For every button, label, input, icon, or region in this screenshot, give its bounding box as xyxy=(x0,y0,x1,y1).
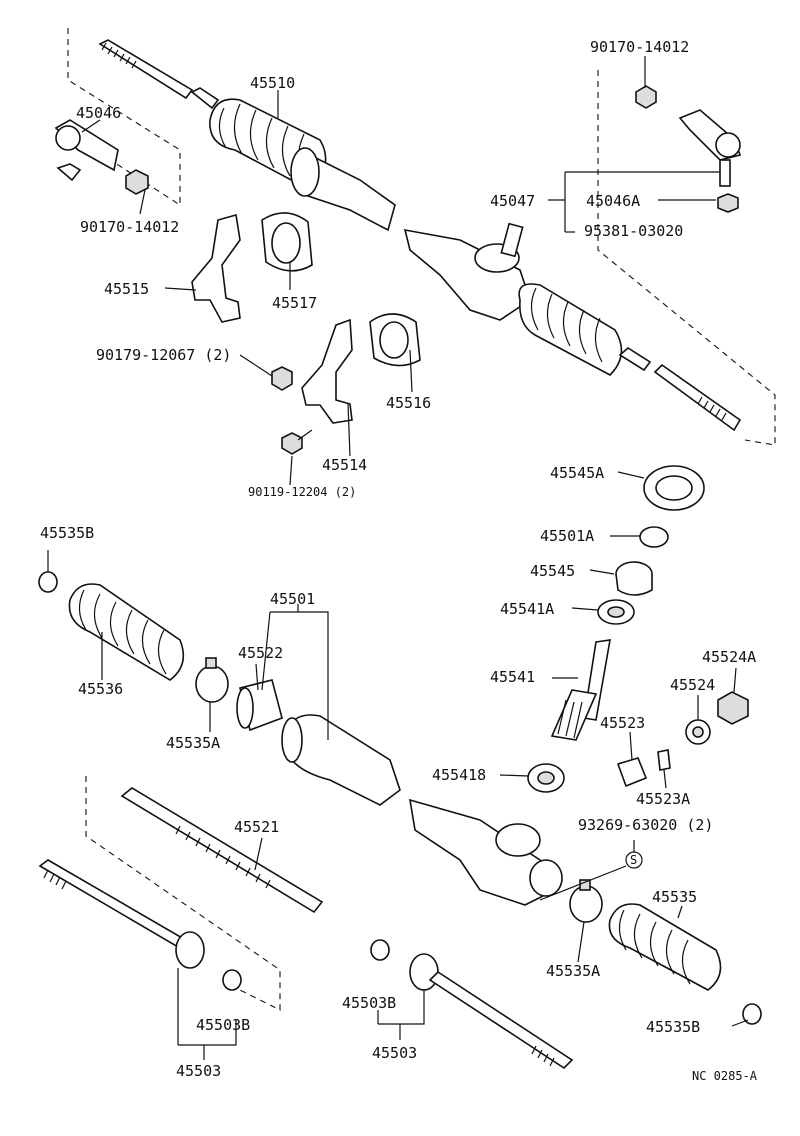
bracket-45514 xyxy=(301,318,353,424)
boot-45535 xyxy=(608,903,722,991)
tie-rod-45503-left xyxy=(38,859,205,969)
tie-rod-right-outline xyxy=(597,70,776,446)
label-45503B-mid: 45503B xyxy=(342,994,396,1012)
tie-rod-left-upper xyxy=(98,39,220,110)
label-45503B-left: 45503B xyxy=(196,1016,250,1034)
bracket-45515 xyxy=(191,213,241,323)
washer-45501A xyxy=(639,526,669,548)
label-45515: 45515 xyxy=(104,280,149,298)
label-45521: 45521 xyxy=(234,818,279,836)
rack-outline xyxy=(85,776,281,1011)
housing-45501 xyxy=(281,714,401,806)
tie-rod-end-right xyxy=(678,109,742,187)
label-45535B-bot: 45535B xyxy=(646,1018,700,1036)
washer-45503B-left xyxy=(222,969,242,991)
label-45501A: 45501A xyxy=(540,527,594,545)
label-45503-mid: 45503 xyxy=(372,1044,417,1062)
rack-housing-upper xyxy=(290,147,396,232)
tie-rod-right-upper xyxy=(618,347,742,432)
label-455418: 455418 xyxy=(432,766,486,784)
rack-guide-45523 xyxy=(616,757,648,788)
clip-45535B-bot xyxy=(742,1003,762,1025)
label-90179-12067: 90179-12067 (2) xyxy=(96,346,231,364)
label-45501: 45501 xyxy=(270,590,315,608)
clamp-45535A-left xyxy=(195,657,229,703)
clip-45535B-top xyxy=(38,571,58,593)
label-95381-03020: 95381-03020 xyxy=(584,222,683,240)
bearing-45541A xyxy=(597,599,635,625)
label-45510: 45510 xyxy=(250,74,295,92)
label-45535A-left: 45535A xyxy=(166,734,220,752)
nut-90170-top xyxy=(635,85,657,109)
boot-right-upper xyxy=(518,283,623,376)
bushing-45522 xyxy=(236,679,283,732)
label-45516: 45516 xyxy=(386,394,431,412)
label-45523A: 45523A xyxy=(636,790,690,808)
label-45541: 45541 xyxy=(490,668,535,686)
tie-rod-45503-mid xyxy=(409,953,574,1070)
tie-rod-left-outline xyxy=(67,28,181,207)
label-45514: 45514 xyxy=(322,456,367,474)
locknut-45524A xyxy=(717,691,749,725)
label-45522: 45522 xyxy=(238,644,283,662)
adjust-screw-45524 xyxy=(685,719,711,745)
label-45524A: 45524A xyxy=(702,648,756,666)
bearing-455418 xyxy=(527,763,565,793)
leader-lines xyxy=(47,56,749,1060)
label-45523: 45523 xyxy=(600,714,645,732)
label-45545: 45545 xyxy=(530,562,575,580)
drawing-code: NC 0285-A xyxy=(692,1069,758,1083)
pinion-45541 xyxy=(550,639,611,741)
tie-rod-end-left xyxy=(54,119,119,182)
label-45047: 45047 xyxy=(490,192,535,210)
label-S: S xyxy=(630,853,637,867)
washer-45503B-mid xyxy=(370,939,390,961)
label-45524: 45524 xyxy=(670,676,715,694)
standard-part-symbol xyxy=(625,851,643,869)
label-45545A: 45545A xyxy=(550,464,604,482)
nut-90170-left xyxy=(125,169,149,195)
label-45535: 45535 xyxy=(652,888,697,906)
label-90170-14012-left: 90170-14012 xyxy=(80,218,179,236)
boot-45536 xyxy=(68,583,185,681)
label-45503-left: 45503 xyxy=(176,1062,221,1080)
label-90119-12204: 90119-12204 (2) xyxy=(248,485,356,499)
gear-housing-lower xyxy=(409,798,563,906)
nut-45046A-upper xyxy=(717,193,739,213)
nut-90179 xyxy=(271,366,293,391)
spring-45523A xyxy=(657,749,671,771)
part-labels: 45510 90170-14012 45046 90170-14012 4504… xyxy=(40,38,758,1083)
rack-45521 xyxy=(120,787,324,914)
label-45046: 45046 xyxy=(76,104,121,122)
gear-housing-upper xyxy=(403,222,531,321)
label-45517: 45517 xyxy=(272,294,317,312)
locknut-45545A xyxy=(643,465,705,511)
label-90170-14012-top: 90170-14012 xyxy=(590,38,689,56)
label-45536: 45536 xyxy=(78,680,123,698)
label-45046A: 45046A xyxy=(586,192,640,210)
plug-45545 xyxy=(615,561,653,596)
label-45541A: 45541A xyxy=(500,600,554,618)
bolt-90119 xyxy=(281,429,313,455)
label-45535B-top: 45535B xyxy=(40,524,94,542)
clamp-45535A-right xyxy=(569,879,603,923)
label-93269-63020: 93269-63020 (2) xyxy=(578,816,713,834)
label-45535A-right: 45535A xyxy=(546,962,600,980)
